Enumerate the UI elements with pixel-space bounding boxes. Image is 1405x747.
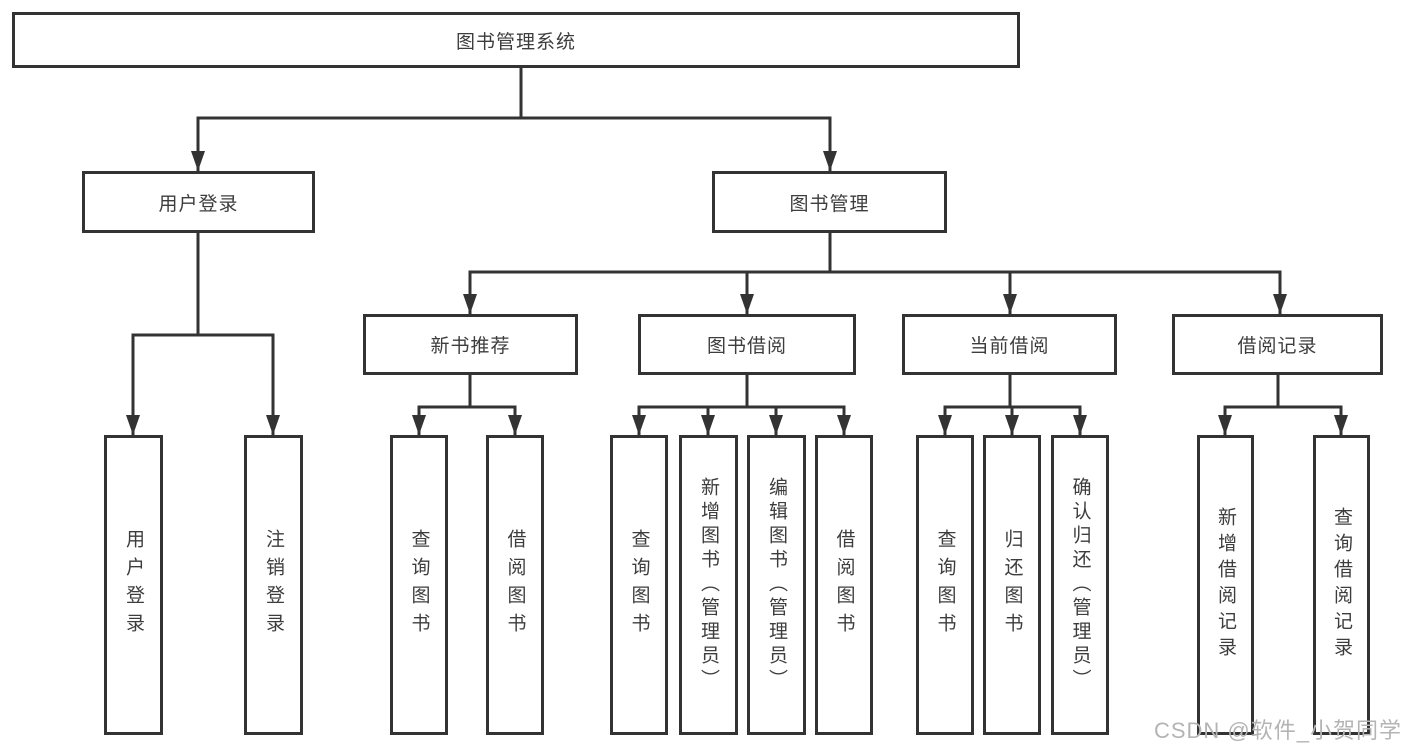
leaf-newbooks-borrow-label: 借阅图书 (504, 529, 526, 641)
leaf-newbooks-query: 查询图书 (390, 435, 448, 735)
leaf-records-add-label: 新增借阅记录 (1215, 507, 1236, 663)
node-new-book-recommend: 新书推荐 (363, 314, 578, 375)
leaf-current-query-label: 查询图书 (934, 529, 956, 641)
leaf-borrow-add-admin: 新增图书（管理员） (679, 435, 738, 735)
node-book-borrow: 图书借阅 (638, 314, 856, 375)
leaf-borrow-edit-admin-label: 编辑图书（管理员） (766, 477, 787, 693)
leaf-records-add: 新增借阅记录 (1197, 435, 1254, 735)
connector-bookborrow-children (632, 373, 851, 436)
leaf-records-query: 查询借阅记录 (1313, 435, 1370, 735)
connector-userlogin-children (126, 231, 280, 436)
node-root-label: 图书管理系统 (455, 31, 576, 53)
connector-bookmgmt-children (463, 231, 1287, 315)
leaf-logout: 注销登录 (244, 435, 303, 735)
node-root: 图书管理系统 (12, 12, 1020, 68)
leaf-logout-label: 注销登录 (263, 529, 284, 641)
node-user-login: 用户登录 (82, 171, 315, 233)
leaf-current-return: 归还图书 (983, 435, 1041, 735)
node-book-management-label: 图书管理 (789, 193, 870, 215)
node-current-borrow: 当前借阅 (902, 314, 1117, 375)
node-user-login-label: 用户登录 (158, 193, 239, 215)
node-new-book-recommend-label: 新书推荐 (430, 336, 511, 357)
leaf-borrow-edit-admin: 编辑图书（管理员） (747, 435, 806, 735)
leaf-borrow-query-label: 查询图书 (628, 529, 650, 641)
node-book-management: 图书管理 (712, 171, 947, 233)
leaf-records-query-label: 查询借阅记录 (1331, 507, 1352, 663)
node-current-borrow-label: 当前借阅 (969, 336, 1050, 357)
leaf-borrow-borrow-label: 借阅图书 (833, 529, 855, 641)
leaf-current-confirm-admin: 确认归还（管理员） (1051, 435, 1109, 735)
node-borrow-records-label: 借阅记录 (1237, 336, 1318, 357)
leaf-borrow-add-admin-label: 新增图书（管理员） (698, 477, 719, 693)
leaf-user-login: 用户登录 (104, 435, 163, 735)
connector-records-children (1218, 373, 1348, 436)
node-borrow-records: 借阅记录 (1172, 314, 1383, 375)
leaf-newbooks-query-label: 查询图书 (408, 529, 430, 641)
leaf-borrow-query: 查询图书 (610, 435, 668, 735)
leaf-current-return-label: 归还图书 (1001, 529, 1023, 641)
connector-root-children (191, 66, 837, 172)
leaf-current-query: 查询图书 (916, 435, 974, 735)
connector-currentborrow-children (938, 373, 1087, 436)
node-book-borrow-label: 图书借阅 (706, 336, 787, 357)
connector-newbooks-children (412, 373, 522, 436)
leaf-newbooks-borrow: 借阅图书 (486, 435, 544, 735)
leaf-current-confirm-admin-label: 确认归还（管理员） (1069, 477, 1091, 693)
leaf-user-login-label: 用户登录 (123, 529, 144, 641)
leaf-borrow-borrow: 借阅图书 (815, 435, 873, 735)
